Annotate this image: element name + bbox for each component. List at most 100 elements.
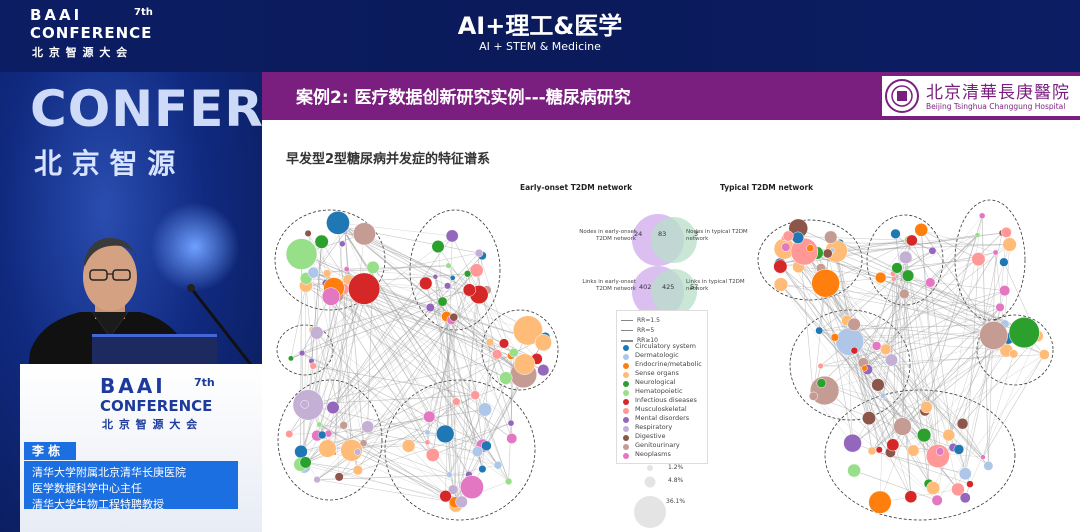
network-link xyxy=(982,354,1045,458)
network-node xyxy=(850,346,859,355)
network-node xyxy=(880,343,892,355)
network-node xyxy=(432,273,439,280)
network-node xyxy=(817,362,824,370)
slide-subheading: 早发型2型糖尿病并发症的特征谱系 xyxy=(286,152,491,167)
venn-nodes-mid-count: 83 xyxy=(658,230,667,238)
network-node xyxy=(782,230,794,242)
legend-item: Neurological xyxy=(623,378,743,389)
network-link xyxy=(442,301,491,343)
early-onset-network-graph xyxy=(274,209,559,521)
network-link xyxy=(853,307,1001,446)
left-network-title: Early-onset T2DM network xyxy=(520,183,633,192)
network-node xyxy=(925,277,936,288)
conference-header: BAAI 7th CONFERENCE 北 京 智 源 大 会 AI+理工&医学… xyxy=(0,0,1080,72)
network-node xyxy=(983,460,994,471)
network-node xyxy=(992,249,999,256)
network-link xyxy=(905,257,939,457)
network-node xyxy=(318,439,337,458)
network-link xyxy=(357,289,488,453)
speaker-title-line-3: 清华大学生物工程特聘教授 xyxy=(32,498,164,511)
network-node xyxy=(314,234,329,249)
network-node xyxy=(773,259,788,274)
network-link xyxy=(408,290,488,446)
legend-item: Circulatory system xyxy=(623,342,743,353)
network-link xyxy=(290,285,448,359)
network-link xyxy=(428,316,447,417)
network-node xyxy=(808,391,819,401)
network-link xyxy=(911,240,931,283)
network-node xyxy=(366,260,380,274)
network-node xyxy=(875,446,883,454)
network-link xyxy=(863,362,880,450)
legend-label: Respiratory xyxy=(635,423,673,431)
network-node xyxy=(340,439,363,462)
network-node xyxy=(448,484,459,495)
network-node xyxy=(847,463,861,478)
network-node xyxy=(1038,349,1050,360)
network-link xyxy=(346,265,449,270)
network-node xyxy=(928,246,937,255)
network-link xyxy=(343,289,352,451)
network-link xyxy=(337,222,453,237)
stage-light xyxy=(150,202,240,292)
node-size-legend xyxy=(634,465,666,528)
network-link xyxy=(1004,244,1010,325)
network-link xyxy=(478,294,537,360)
legend-item: Mental disorders xyxy=(623,414,743,425)
network-node xyxy=(980,454,986,460)
slide-heading: 案例2: 医疗数据创新研究实例---糖尿病研究 xyxy=(296,88,631,108)
size-legend-small: 1.2% xyxy=(668,464,684,471)
network-node xyxy=(512,315,543,346)
network-link xyxy=(337,222,509,482)
network-node xyxy=(885,353,898,367)
network-node xyxy=(534,334,552,352)
network-node xyxy=(953,444,965,455)
legend-swatch xyxy=(623,399,629,405)
network-node xyxy=(978,212,986,220)
network-node xyxy=(935,447,945,456)
network-node xyxy=(463,270,472,278)
hospital-emblem-icon xyxy=(885,79,919,113)
legend-item: Digestive xyxy=(623,432,743,443)
legend-item: Hematopoietic xyxy=(623,387,743,398)
network-node xyxy=(862,411,876,426)
venn-links-left-count: 402 xyxy=(639,283,652,291)
network-link xyxy=(448,265,513,439)
network-node xyxy=(906,234,918,247)
network-link xyxy=(988,252,996,466)
network-link xyxy=(474,395,484,446)
network-node xyxy=(299,456,312,469)
network-link xyxy=(882,293,905,396)
network-node xyxy=(424,429,431,436)
network-link xyxy=(305,462,455,503)
legend-label: Genitourinary xyxy=(635,441,680,449)
network-node xyxy=(469,263,484,278)
network-node xyxy=(867,446,877,456)
network-node xyxy=(499,371,513,385)
size-legend-large: 36.1% xyxy=(666,498,686,505)
network-node xyxy=(942,428,955,442)
network-node xyxy=(491,349,503,360)
network-link xyxy=(880,240,910,278)
network-link xyxy=(316,289,488,436)
legend-item: Musculoskeletal xyxy=(623,405,743,416)
network-link xyxy=(449,343,505,475)
network-link xyxy=(820,268,894,445)
network-node xyxy=(419,276,433,290)
network-link xyxy=(304,285,307,468)
network-link xyxy=(333,279,349,453)
backdrop-chinese: 北 京 智 源 xyxy=(34,147,176,180)
network-link xyxy=(890,354,1045,453)
podium-logo-conference: CONFERENCE xyxy=(100,397,213,415)
network-node xyxy=(285,430,294,438)
network-link xyxy=(921,229,979,260)
network-link xyxy=(425,283,483,470)
logo-conference: CONFERENCE xyxy=(30,24,153,42)
network-link xyxy=(780,284,903,427)
network-link xyxy=(948,244,1010,436)
network-link xyxy=(964,259,979,474)
legend-swatch xyxy=(623,381,629,387)
speaker-title-box: 清华大学附属北京清华长庚医院 医学数据科学中心主任 清华大学生物工程特聘教授 xyxy=(24,461,238,511)
network-node xyxy=(436,424,455,444)
speaker-title-line-2: 医学数据科学中心主任 xyxy=(32,482,142,495)
